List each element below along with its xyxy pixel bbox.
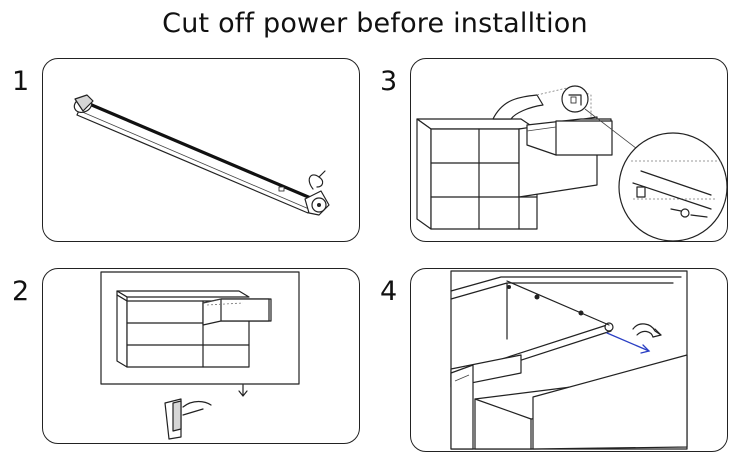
step-number-1: 1 (12, 66, 30, 97)
step-number-2: 2 (12, 276, 30, 307)
step-4-panel (410, 268, 728, 452)
rotate-arrow-icon (632, 323, 662, 338)
light-bar-illustration (73, 94, 330, 216)
step-3-panel (410, 58, 728, 242)
step-number-3: 3 (380, 66, 398, 97)
cabinet-clip-illustration (100, 271, 300, 440)
instruction-title: Cut off power before installtion (162, 8, 588, 39)
drawer-install-illustration (450, 270, 688, 450)
step-number-4: 4 (380, 276, 398, 307)
blue-arrow-icon (606, 332, 651, 354)
cabinet-drawer-illustration (416, 85, 727, 241)
step-1-panel (42, 58, 360, 242)
step-2-panel (42, 268, 360, 444)
